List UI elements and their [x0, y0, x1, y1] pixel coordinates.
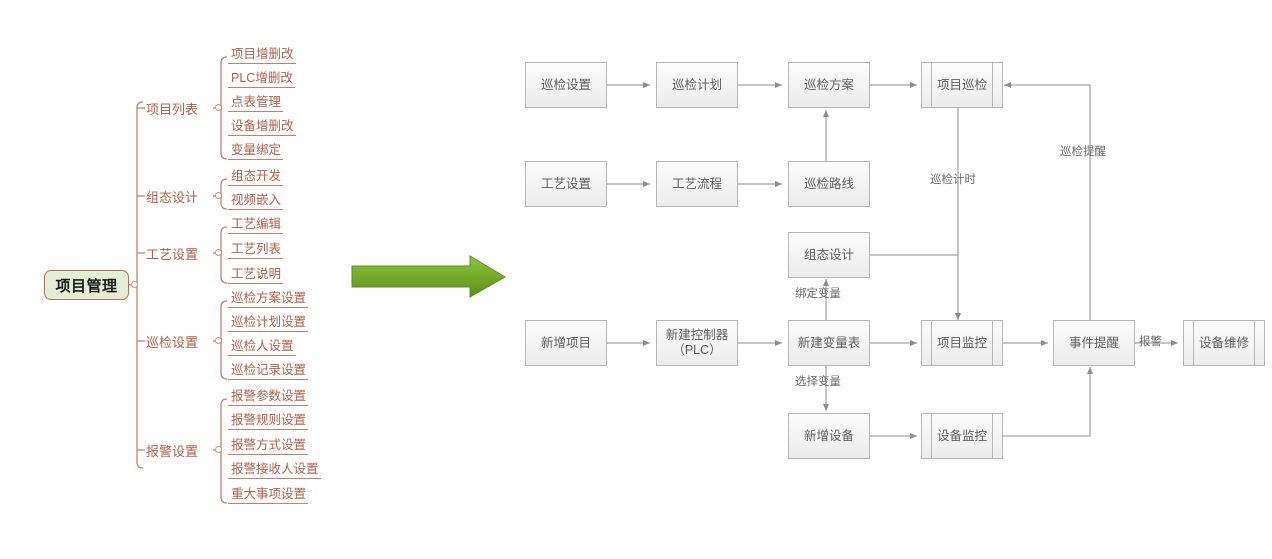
flow-node-label: 巡检计划: [671, 77, 722, 92]
mindmap-leaf[interactable]: 巡检方案设置: [228, 291, 309, 308]
mindmap-leaf[interactable]: 工艺编辑: [228, 217, 284, 234]
flow-node-label: 设备监控: [936, 428, 987, 443]
mindmap-branch-collapse-icon-2[interactable]: [215, 249, 222, 256]
mindmap-leaf[interactable]: 巡检人设置: [228, 339, 296, 356]
mindmap-leaf[interactable]: 报警参数设置: [228, 389, 309, 406]
flow-node-new-variable-table[interactable]: 新建变量表: [788, 320, 870, 366]
mindmap-leaf[interactable]: 点表管理: [228, 95, 284, 112]
flow-node-label: 项目监控: [936, 335, 987, 350]
flow-edge-label-inspection-timer: 巡检计时: [930, 174, 976, 186]
flow-node-equipment-maintenance[interactable]: 设备维修: [1183, 320, 1265, 366]
mindmap-branch-label: 工艺设置: [146, 247, 199, 262]
flow-node-device-monitoring[interactable]: 设备监控: [921, 413, 1003, 459]
flow-node-new-project[interactable]: 新增项目: [525, 320, 607, 366]
flow-node-inspection-route[interactable]: 巡检路线: [788, 161, 870, 207]
mindmap-branch-hmi-design[interactable]: 组态设计: [146, 187, 198, 206]
mindmap-leaf[interactable]: 设备增删改: [228, 119, 296, 136]
flow-node-project-inspection[interactable]: 项目巡检: [921, 62, 1003, 108]
flow-node-process-flow[interactable]: 工艺流程: [656, 161, 738, 207]
mindmap-leaf[interactable]: 工艺列表: [228, 242, 284, 259]
flow-edge-label-select-variable: 选择变量: [795, 376, 841, 388]
mindmap-leaf[interactable]: 巡检记录设置: [228, 363, 309, 380]
mindmap-branch-alarm-settings[interactable]: 报警设置: [146, 441, 198, 460]
flow-node-project-monitoring[interactable]: 项目监控: [921, 320, 1003, 366]
mindmap-root-label: 项目管理: [55, 277, 118, 295]
mindmap-branch-label: 组态设计: [146, 190, 199, 205]
mindmap-leaf[interactable]: PLC增删改: [228, 71, 295, 88]
flow-node-label: 组态设计: [803, 247, 854, 262]
mindmap-leaf[interactable]: 重大事项设置: [228, 487, 309, 504]
flow-node-hmi-design[interactable]: 组态设计: [788, 232, 870, 278]
mindmap-leaf[interactable]: 巡检计划设置: [228, 315, 309, 332]
flow-node-new-controller-plc[interactable]: 新建控制器 （PLC）: [656, 320, 738, 366]
flow-node-label: 工艺流程: [671, 176, 722, 191]
flow-node-label: 新建变量表: [797, 335, 861, 350]
flow-node-label: 新建控制器 （PLC）: [665, 328, 729, 357]
flow-node-label: 设备维修: [1198, 335, 1249, 350]
mindmap-branch-label: 巡检设置: [146, 335, 199, 350]
flow-node-label: 新增设备: [803, 428, 854, 443]
mindmap-leaf[interactable]: 变量绑定: [228, 143, 284, 160]
mindmap-leaf[interactable]: 工艺说明: [228, 267, 284, 284]
flow-node-label: 事件提醒: [1068, 335, 1119, 350]
mindmap-branch-collapse-icon-0[interactable]: [215, 104, 222, 111]
mindmap-branch-collapse-icon-1[interactable]: [215, 192, 222, 199]
flow-node-inspection-plan[interactable]: 巡检计划: [656, 62, 738, 108]
flow-edge-label-alarm: 报警: [1139, 336, 1162, 348]
mindmap-branch-label: 项目列表: [146, 102, 199, 117]
mindmap-leaf[interactable]: 视频嵌入: [228, 193, 284, 210]
mindmap-leaf[interactable]: 报警接收人设置: [228, 462, 321, 479]
flow-edge-label-bind-variable: 绑定变量: [795, 288, 841, 300]
mindmap-root-node[interactable]: 项目管理: [44, 270, 129, 300]
mindmap-branch-collapse-icon-3[interactable]: [215, 337, 222, 344]
mindmap-leaf[interactable]: 报警方式设置: [228, 438, 309, 455]
flow-node-label: 新增项目: [540, 335, 591, 350]
flow-edge-label-inspection-reminder: 巡检提醒: [1060, 146, 1106, 158]
mindmap-root-collapse-icon[interactable]: [131, 281, 138, 288]
flow-node-add-device[interactable]: 新增设备: [788, 413, 870, 459]
flow-node-label: 巡检方案: [803, 77, 854, 92]
mindmap-branch-inspection-settings[interactable]: 巡检设置: [146, 332, 198, 351]
flow-node-process-setup[interactable]: 工艺设置: [525, 161, 607, 207]
flow-node-label: 项目巡检: [936, 77, 987, 92]
mindmap-leaf[interactable]: 报警规则设置: [228, 413, 309, 430]
mindmap-branch-collapse-icon-4[interactable]: [215, 446, 222, 453]
mindmap-branch-label: 报警设置: [146, 444, 199, 459]
mindmap-branch-project-list[interactable]: 项目列表: [146, 99, 198, 118]
mindmap-branch-process-settings[interactable]: 工艺设置: [146, 244, 198, 263]
mindmap-leaf[interactable]: 项目增删改: [228, 47, 296, 64]
flow-node-label: 巡检路线: [803, 176, 854, 191]
flow-node-label: 工艺设置: [540, 176, 591, 191]
flow-node-label: 巡检设置: [540, 77, 591, 92]
flow-node-inspection-scheme[interactable]: 巡检方案: [788, 62, 870, 108]
flow-node-inspection-setup[interactable]: 巡检设置: [525, 62, 607, 108]
mindmap-leaf[interactable]: 组态开发: [228, 169, 284, 186]
flow-node-event-reminder[interactable]: 事件提醒: [1053, 320, 1135, 366]
